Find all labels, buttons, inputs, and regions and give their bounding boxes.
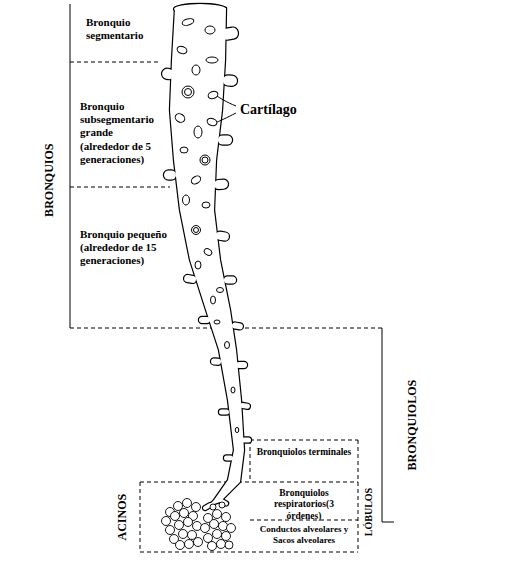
level-label: Bronquio pequeño (alrededor de 15 genera…: [80, 228, 175, 268]
group-label: BRONQUIOLOS: [405, 380, 419, 471]
zone-label: Bronquiolos terminales: [256, 447, 352, 458]
level-label: Bronquio segmentario: [86, 16, 166, 42]
group-label: LÓBULOS: [363, 488, 375, 536]
callout-label: Cartílago: [240, 102, 330, 119]
zone-label: Bronquiolos respiratorios(3 órdenes): [256, 488, 352, 522]
level-label: Bronquio subsegmentario grande (alrededo…: [80, 100, 164, 166]
group-label: BRONQUIOS: [43, 143, 57, 216]
zone-label: Conductos alveolares y Sacos alveolares: [252, 524, 356, 546]
group-label: ACINOS: [115, 494, 129, 541]
